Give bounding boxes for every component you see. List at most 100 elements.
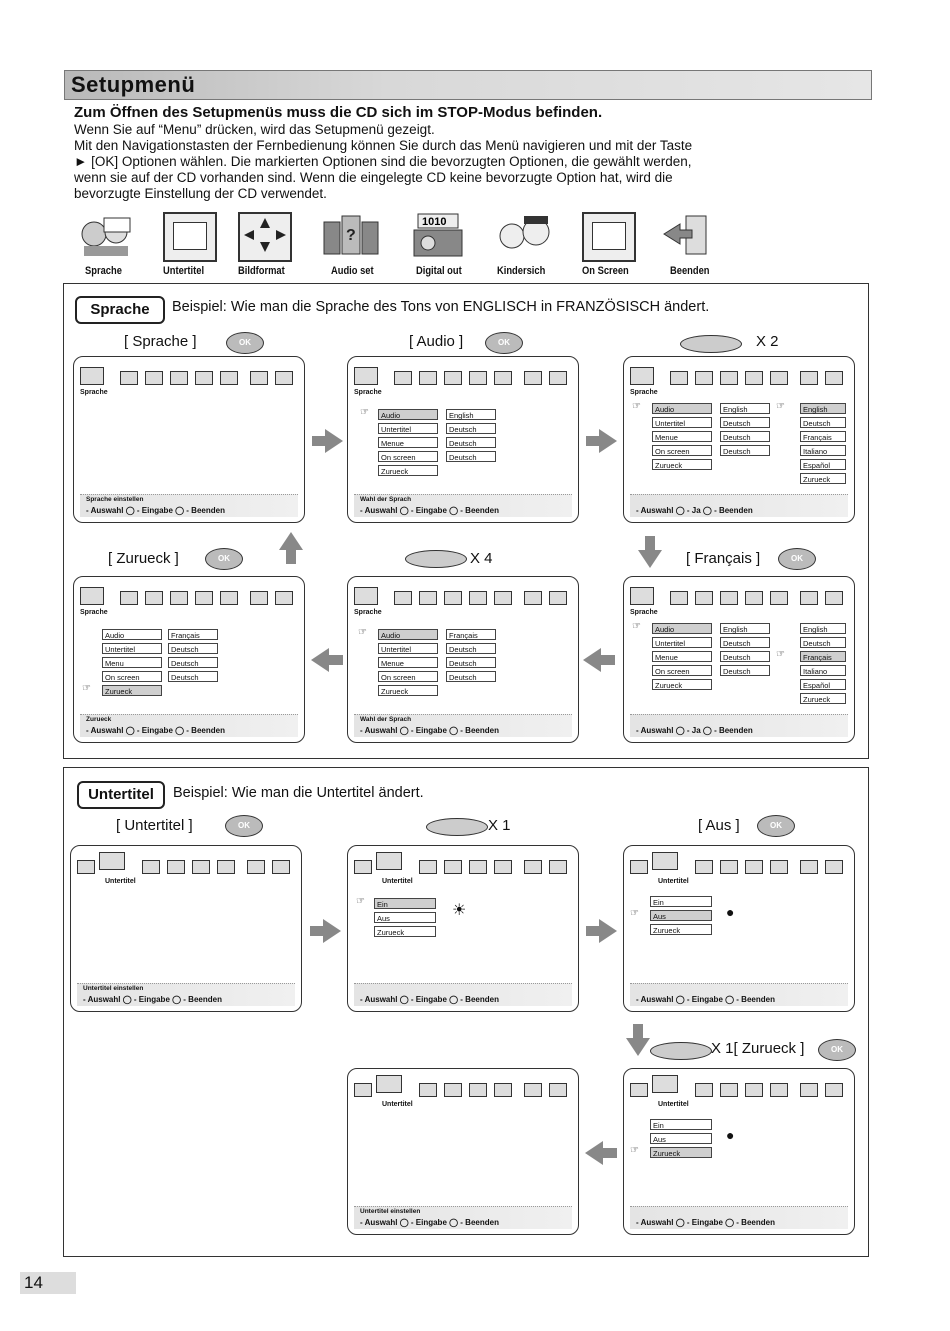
- hand-pointer-icon: ☞: [776, 401, 785, 412]
- osd-hint: Sprache einstellen: [86, 496, 144, 503]
- osd-option: Zurueck: [800, 473, 846, 484]
- osd-controls: - Auswahl ◯ - Eingabe ◯ - Beenden: [636, 995, 775, 1004]
- osd-footer: - Auswahl ◯ - Eingabe ◯ - Beenden: [630, 1206, 848, 1229]
- osd-item: Untertitel: [102, 643, 162, 654]
- osd-value: Français: [168, 629, 218, 640]
- osd-controls: - Auswahl ◯ - Eingabe ◯ - Beenden: [636, 1218, 775, 1227]
- osd-title: Sprache: [80, 609, 108, 616]
- osd-option: Deutsch: [800, 417, 846, 428]
- osd-hint: Untertitel einstellen: [83, 985, 144, 992]
- osd-title: Sprache: [630, 609, 658, 616]
- osd-title: Untertitel: [382, 1101, 413, 1108]
- section-title: Setupmenü: [71, 72, 196, 97]
- nav-down-button-icon: [405, 550, 467, 568]
- osd-icon-bar: [630, 367, 848, 387]
- osd-footer: Untertitel einstellen - Auswahl ◯ - Eing…: [354, 1206, 572, 1229]
- osd-icon-bar: [354, 367, 572, 387]
- toolbar-label: Sprache: [85, 265, 122, 277]
- arrow-up-icon: [279, 532, 303, 550]
- osd-screen: Untertitel Ein ☞ Aus Zurueck ● - Auswahl…: [623, 845, 855, 1012]
- ok-button-icon: OK: [818, 1039, 856, 1061]
- step-label: [ Aus ]: [698, 817, 740, 834]
- step-label: X 1: [488, 817, 511, 834]
- osd-item: Untertitel: [652, 417, 712, 428]
- osd-value: Deutsch: [446, 671, 496, 682]
- intro-line: bevorzugte Einstellung der CD verwendet.: [74, 186, 327, 201]
- toolbar-label: Kindersich: [497, 265, 546, 277]
- osd-footer: Zurueck - Auswahl ◯ - Eingabe ◯ - Beende…: [80, 714, 298, 737]
- untertitel-chip: Untertitel: [77, 781, 165, 809]
- osd-item: Ein: [374, 898, 436, 909]
- step-label: X 1[ Zurueck ]: [711, 1040, 805, 1057]
- svg-text:?: ?: [346, 227, 356, 244]
- osd-icon-bar: [80, 587, 298, 607]
- osd-title: Untertitel: [658, 878, 689, 885]
- osd-item: Ein: [650, 1119, 712, 1130]
- audio-set-icon: ?: [320, 212, 382, 258]
- arrow-left-icon: [583, 648, 601, 672]
- osd-item: Zurueck: [652, 679, 712, 690]
- ok-button-icon: OK: [205, 548, 243, 570]
- osd-item: On screen: [652, 445, 712, 456]
- hand-pointer-icon: ☞: [632, 401, 641, 412]
- osd-controls: - Auswahl ◯ - Eingabe ◯ - Beenden: [360, 506, 499, 515]
- osd-item: Menu: [102, 657, 162, 668]
- osd-controls: - Auswahl ◯ - Eingabe ◯ - Beenden: [360, 726, 499, 735]
- hand-pointer-icon: ☞: [358, 627, 367, 638]
- page-number: 14: [20, 1272, 76, 1294]
- osd-item: Menue: [378, 437, 438, 448]
- osd-option: Français: [800, 431, 846, 442]
- osd-hint: Untertitel einstellen: [360, 1208, 421, 1215]
- osd-option: Français: [800, 651, 846, 662]
- arrow-left-icon: [311, 648, 329, 672]
- osd-item: Aus: [650, 910, 712, 921]
- osd-value: Deutsch: [720, 651, 770, 662]
- hand-pointer-icon: ☞: [776, 649, 785, 660]
- step-label: X 2: [756, 333, 779, 350]
- osd-hint: Zurueck: [86, 716, 112, 723]
- toolbar-label: Audio set: [331, 265, 374, 277]
- osd-value: Deutsch: [720, 431, 770, 442]
- step-label: [ Sprache ]: [124, 333, 197, 350]
- osd-screen: Sprache Sprache einstellen - Auswahl ◯ -…: [73, 356, 305, 523]
- osd-icon-bar: [630, 1075, 848, 1099]
- osd-item: Menue: [652, 651, 712, 662]
- beenden-icon: [660, 212, 712, 258]
- osd-item: Zurueck: [652, 459, 712, 470]
- osd-item: Zurueck: [650, 924, 712, 935]
- osd-controls: - Auswahl ◯ - Ja ◯ - Beenden: [636, 506, 753, 515]
- ok-button-icon: OK: [225, 815, 263, 837]
- osd-footer: Sprache einstellen - Auswahl ◯ - Eingabe…: [80, 494, 298, 517]
- toolbar-label: Untertitel: [163, 265, 205, 277]
- lightbulb-off-icon: ●: [726, 904, 735, 920]
- osd-controls: - Auswahl ◯ - Eingabe ◯ - Beenden: [86, 726, 225, 735]
- osd-item: Audio: [652, 403, 712, 414]
- osd-value: Deutsch: [720, 637, 770, 648]
- hand-pointer-icon: ☞: [82, 683, 91, 694]
- toolbar-label: Beenden: [670, 265, 710, 277]
- sprache-chip: Sprache: [75, 296, 165, 324]
- intro-line: wenn sie auf der CD vorhanden sind. Wenn…: [74, 170, 673, 185]
- osd-controls: - Auswahl ◯ - Eingabe ◯ - Beenden: [360, 995, 499, 1004]
- osd-option: Español: [800, 679, 846, 690]
- osd-controls: - Auswahl ◯ - Ja ◯ - Beenden: [636, 726, 753, 735]
- lightbulb-off-icon: ●: [726, 1127, 735, 1143]
- osd-item: Untertitel: [378, 643, 438, 654]
- osd-option: Deutsch: [800, 637, 846, 648]
- osd-footer: - Auswahl ◯ - Ja ◯ - Beenden: [630, 494, 848, 517]
- osd-screen: Sprache Audio Untertitel Menu On screen …: [73, 576, 305, 743]
- untertitel-icon: [163, 212, 217, 262]
- osd-item: Zurueck: [650, 1147, 712, 1158]
- hand-pointer-icon: ☞: [630, 908, 639, 919]
- osd-title: Sprache: [80, 389, 108, 396]
- osd-screen: Untertitel Untertitel einstellen - Auswa…: [347, 1068, 579, 1235]
- sprache-example: Beispiel: Wie man die Sprache des Tons v…: [172, 299, 710, 315]
- arrow-right-icon: [323, 919, 341, 943]
- osd-screen: Sprache ☞ Audio Untertitel Menue On scre…: [623, 356, 855, 523]
- intro-bold-text: Zum Öffnen des Setupmenüs muss die CD si…: [74, 104, 603, 121]
- osd-item: On screen: [652, 665, 712, 676]
- step-label: [ Zurueck ]: [108, 550, 179, 567]
- osd-value: Deutsch: [446, 657, 496, 668]
- digital-out-icon: 1010: [408, 212, 468, 258]
- hand-pointer-icon: ☞: [632, 621, 641, 632]
